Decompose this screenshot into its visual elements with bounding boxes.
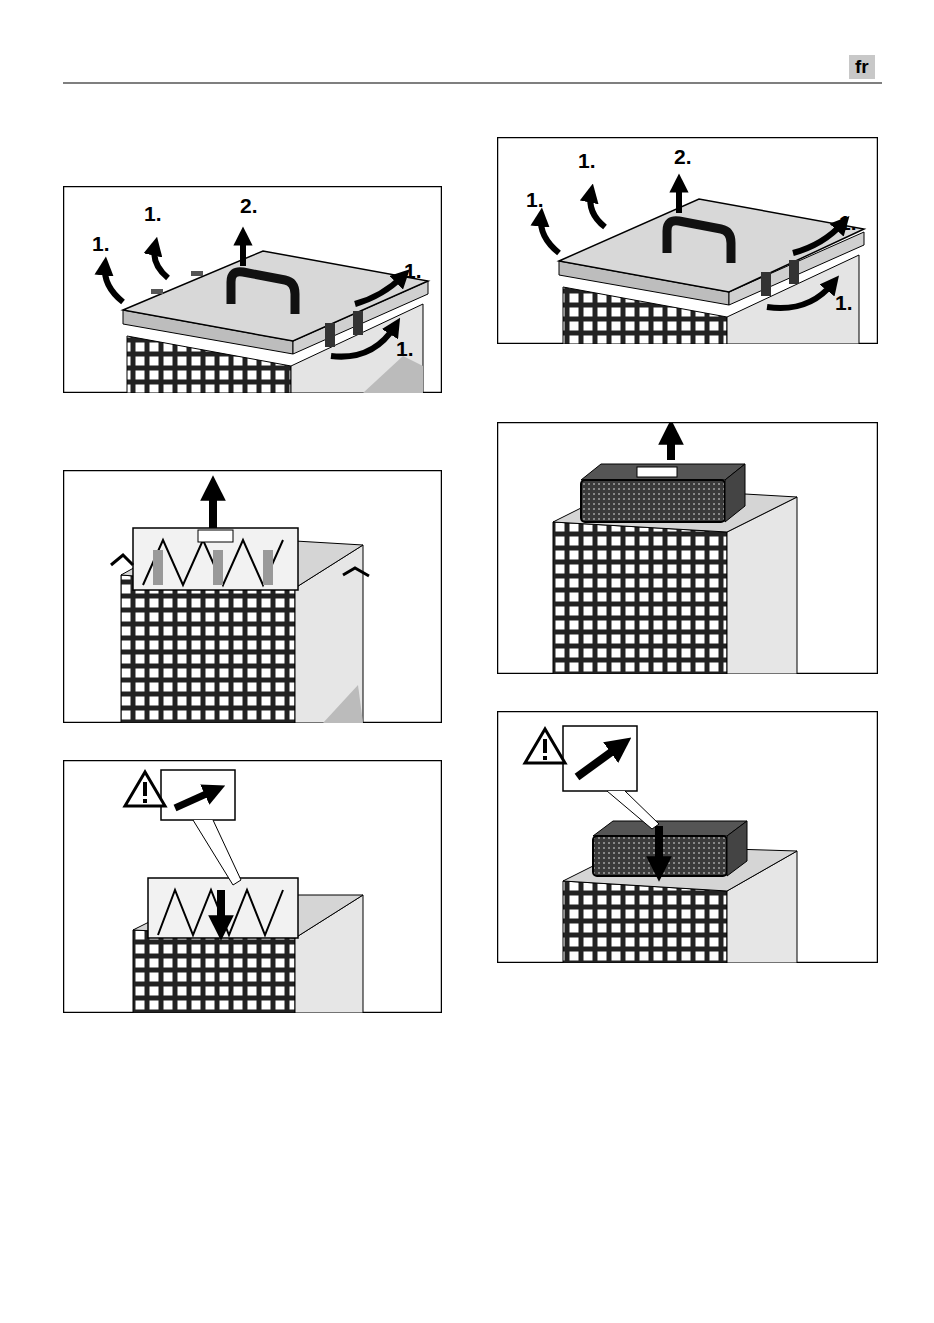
panel-remove-filter — [64, 471, 442, 724]
language-tab: fr — [849, 55, 875, 79]
panel-open-lid — [498, 138, 878, 345]
header-rule — [63, 82, 882, 83]
step-number: 1. — [396, 338, 414, 359]
step-number: 1. — [835, 292, 853, 313]
panel-remove-carbon-filter — [498, 423, 878, 675]
step-number: 1. — [839, 212, 857, 233]
panel-open-lid — [64, 187, 442, 394]
panel-insert-carbon-filter — [498, 712, 878, 964]
step-number: 1. — [144, 203, 162, 224]
panel-insert-filter — [64, 761, 442, 1014]
step-number: 2. — [240, 195, 258, 216]
step-number: 1. — [92, 233, 110, 254]
step-number: 1. — [578, 150, 596, 171]
step-number: 1. — [404, 260, 422, 281]
step-number: 2. — [674, 146, 692, 167]
step-number: 1. — [526, 189, 544, 210]
